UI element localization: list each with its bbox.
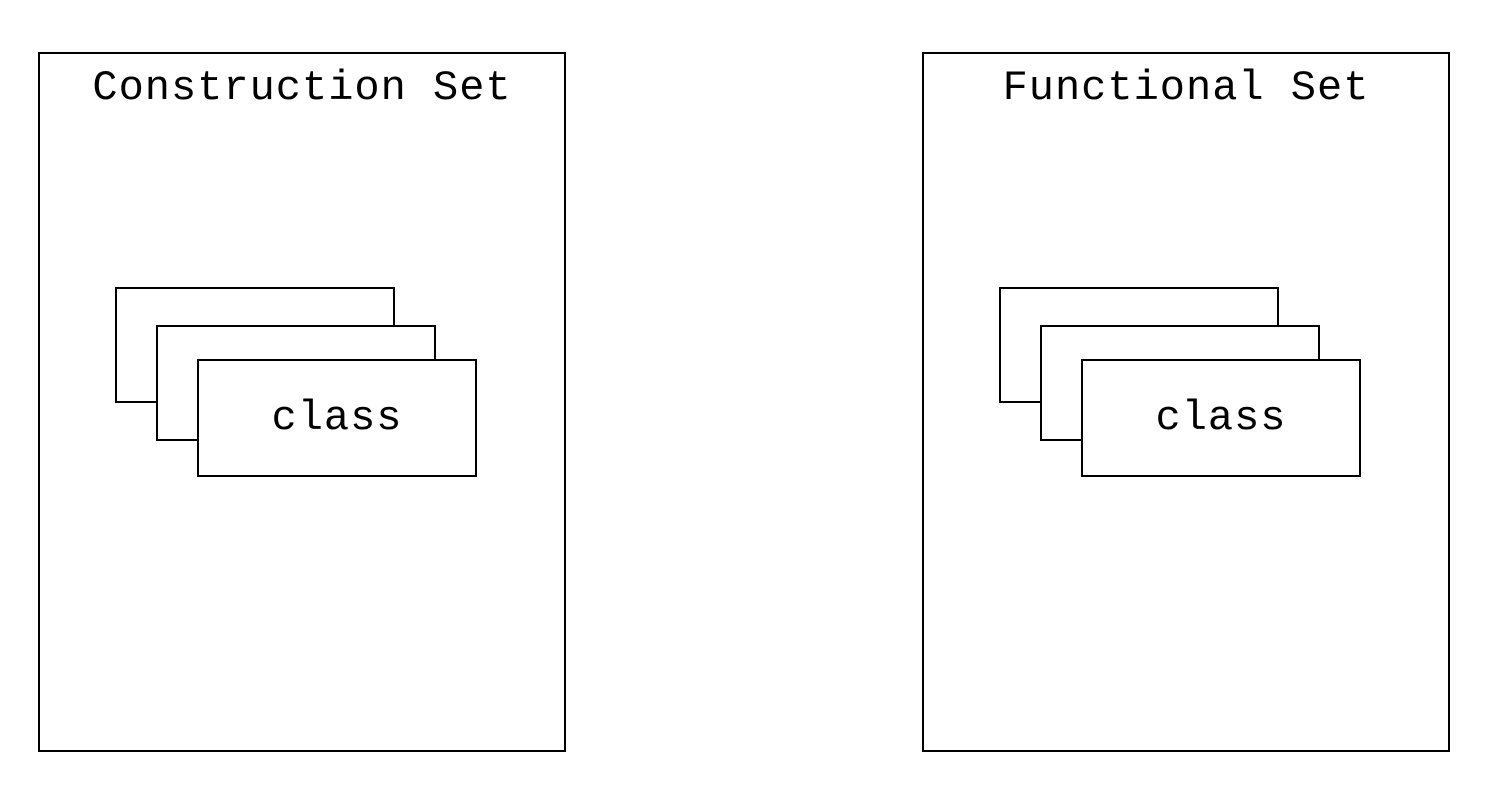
set-title: Functional Set [1002, 64, 1370, 112]
functional-set-box: Functional Set class [922, 52, 1450, 752]
class-card-front: class [197, 359, 477, 477]
construction-set-box: Construction Set class [38, 52, 566, 752]
class-card-front: class [1081, 359, 1361, 477]
set-title: Construction Set [92, 64, 512, 112]
class-label: class [1155, 394, 1287, 442]
class-label: class [271, 394, 403, 442]
